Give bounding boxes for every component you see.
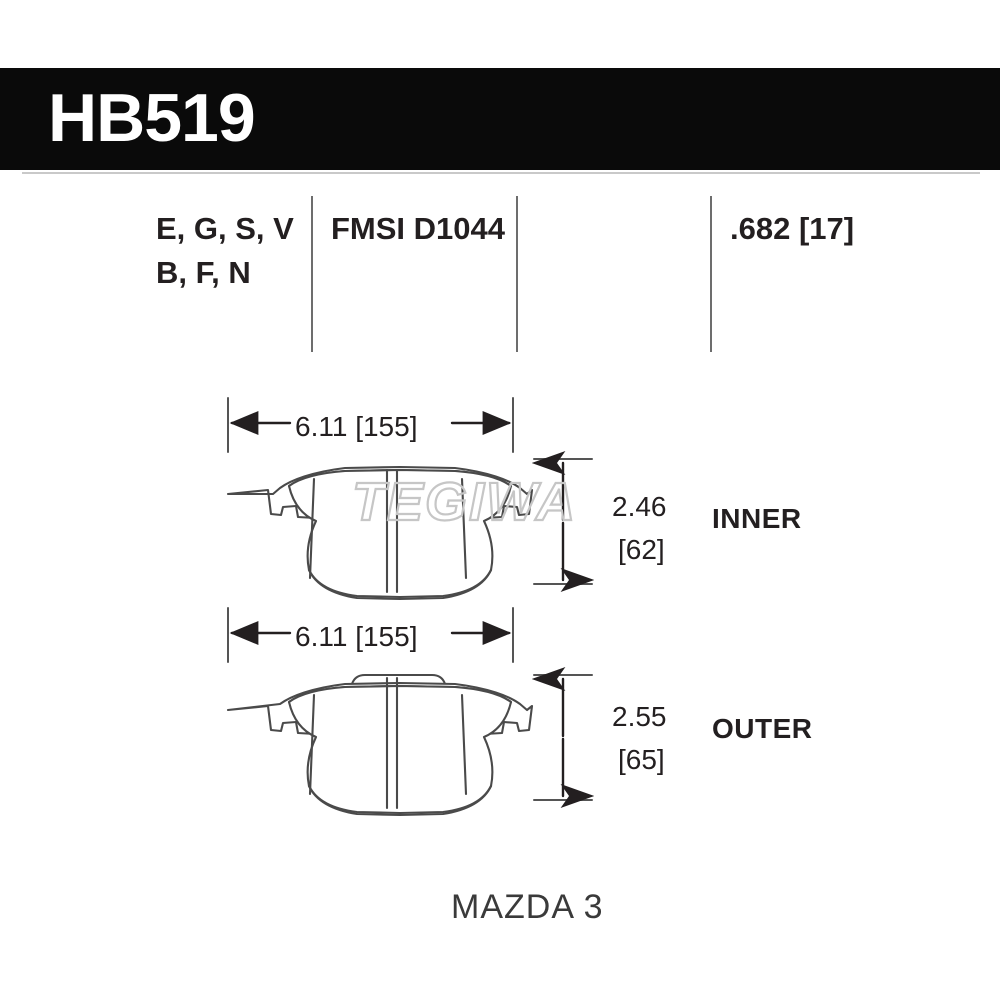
fmsi-number: FMSI D1044 (331, 211, 506, 246)
inner-height-label-metric: [62] (618, 534, 665, 565)
header-divider-3 (710, 196, 712, 352)
outer-pad-outline (226, 673, 534, 817)
pad-thickness: .682 [17] (730, 211, 855, 246)
inner-side-label: INNER (712, 503, 802, 534)
outer-width-label: 6.11 [155] (295, 621, 418, 652)
title-banner (0, 68, 1000, 170)
outer-side-label: OUTER (712, 713, 813, 744)
outer-height-label-metric: [65] (618, 744, 665, 775)
inner-height-label-value: 2.46 (612, 491, 667, 522)
vehicle-application-label: MAZDA 3 (451, 888, 604, 926)
compound-codes-line-1: E, G, S, V (156, 211, 294, 246)
header-divider-2 (516, 196, 518, 352)
part-number-title: HB519 (48, 80, 256, 156)
banner-underline (22, 172, 980, 174)
compound-codes-line-2: B, F, N (156, 255, 251, 290)
header-divider-1 (311, 196, 313, 352)
inner-pad-outline (226, 465, 534, 601)
inner-width-label: 6.11 [155] (295, 411, 418, 442)
outer-height-label-value: 2.55 (612, 701, 667, 732)
